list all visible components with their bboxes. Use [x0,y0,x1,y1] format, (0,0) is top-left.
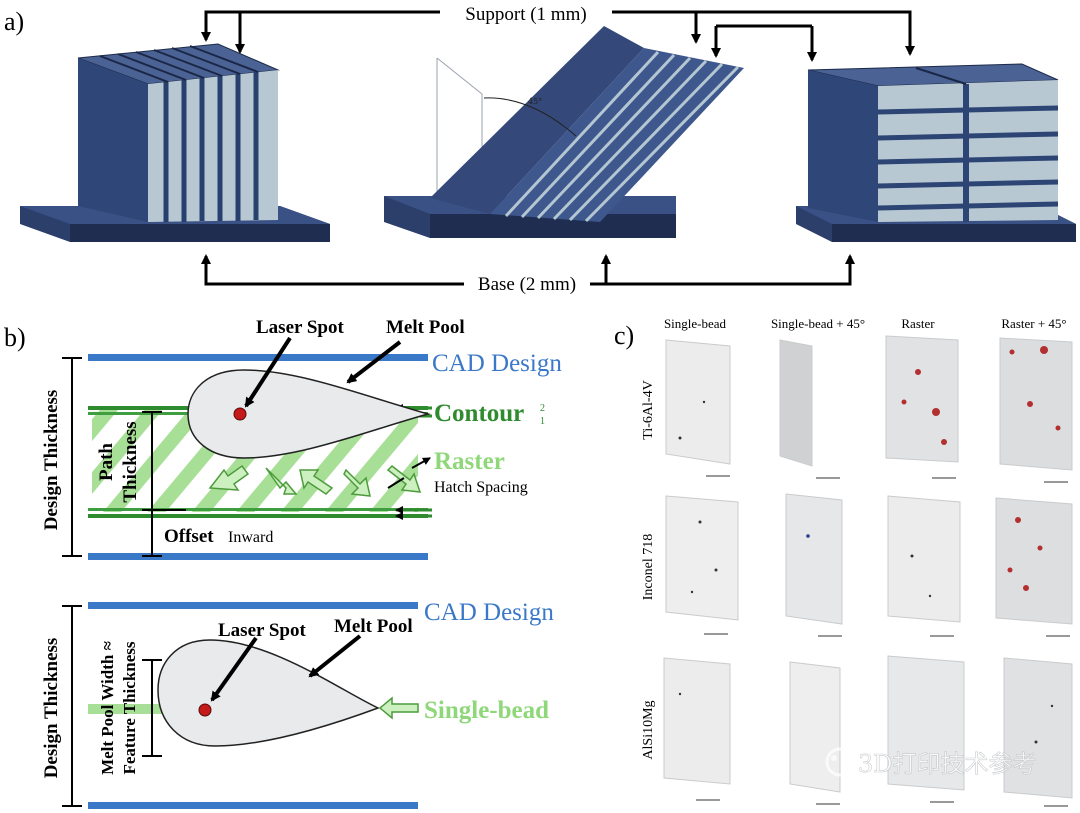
laser-spot-dot [233,407,247,421]
watermark-text: 3D打印技术参考 [858,750,1037,778]
row-label-ti: Ti-6Al-4V [641,380,656,439]
part-inclined-walls: 45° [384,26,744,238]
cad-line-top-2 [88,602,418,609]
laser-spot-dot-2 [198,703,212,717]
column-header-raster-45: Raster + 45° [1001,316,1066,331]
support-arrows [201,10,915,62]
specimen-in-single-bead [665,495,739,621]
column-header-single-bead-45: Single-bead + 45° [771,316,865,331]
angle-label: 45° [528,97,542,106]
feature-thickness-label: Feature Thickness [120,641,139,774]
contour-label: Contour [434,400,524,427]
base-label: Base (2 mm) [478,274,576,295]
specimen-ti-single-bead-45 [779,339,813,467]
thickness-label: Thickness [120,421,141,502]
specimen-al-raster-45 [1003,657,1073,799]
design-thickness-label-top: Design Thickness [41,390,62,531]
specimen-in-raster [887,495,961,623]
melt-pool-label-top: Melt Pool [386,317,465,338]
single-bead-diagram: CAD Design Single-bead Laser Spot Melt P… [41,599,554,809]
specimen-ti-single-bead [665,339,731,465]
porosity-red [901,346,1061,591]
melt-pool-shape-2 [157,639,380,747]
hatch-spacing-label: Hatch Spacing [434,479,528,496]
row-label-alsi: AlSi10Mg [641,700,656,759]
specimen-al-single-bead [663,657,731,785]
cad-design-label-top: CAD Design [432,350,562,377]
specimen-ti-raster-45 [999,337,1073,471]
cad-line-top [88,354,428,361]
specimen-al-raster [887,655,965,791]
path-label: Path [96,443,117,481]
raster-direction-arrows [208,464,422,497]
laser-spot-label-bottom: Laser Spot [218,620,306,641]
panel-c-label: c) [614,321,634,350]
contour-index-2: 2 [540,403,545,414]
panel-b: b) [4,317,562,809]
watermark: 3D打印技术参考 [825,747,1037,778]
specimen-in-raster-45 [995,497,1073,625]
panel-a-label: a) [4,7,24,36]
panel-b-label: b) [4,323,26,352]
part-horizontal-shelves [796,63,1076,242]
specimen-ti-raster [885,335,959,463]
raster-diagram: CAD Design Contour 2 1 Raster Hatch Spac… [41,317,562,560]
melt-pool-shape [187,369,431,459]
column-header-single-bead: Single-bead [664,316,727,331]
cad-design-label-bottom: CAD Design [424,599,554,626]
specimen-grid [663,335,1073,799]
raster-label: Raster [434,448,505,475]
cad-line-bottom-2 [88,802,418,809]
single-bead-arrow [378,696,419,720]
inward-label: Inward [228,529,273,546]
column-header-raster: Raster [901,316,935,331]
single-bead-label: Single-bead [424,697,549,724]
panel-a: a) [4,4,1076,295]
contour-index-1: 1 [540,416,545,427]
porosity-dark [678,400,1054,744]
offset-label: Offset [164,526,214,547]
base-arrows [201,254,855,286]
row-label-inconel: Inconel 718 [641,534,656,600]
panel-c: c) Single-bead Single-bead + 45° Raster … [614,316,1073,807]
melt-pool-width-label: Melt Pool Width ≈ [98,641,117,775]
melt-pool-label-bottom: Melt Pool [334,616,413,637]
cad-line-bottom [88,553,428,560]
laser-spot-label-top: Laser Spot [256,317,344,338]
scale-bars [696,475,1070,807]
specimen-in-single-bead-45 [785,493,843,625]
part-vertical-walls [20,43,330,242]
design-thickness-label-bottom: Design Thickness [41,638,62,779]
support-label: Support (1 mm) [465,4,586,25]
